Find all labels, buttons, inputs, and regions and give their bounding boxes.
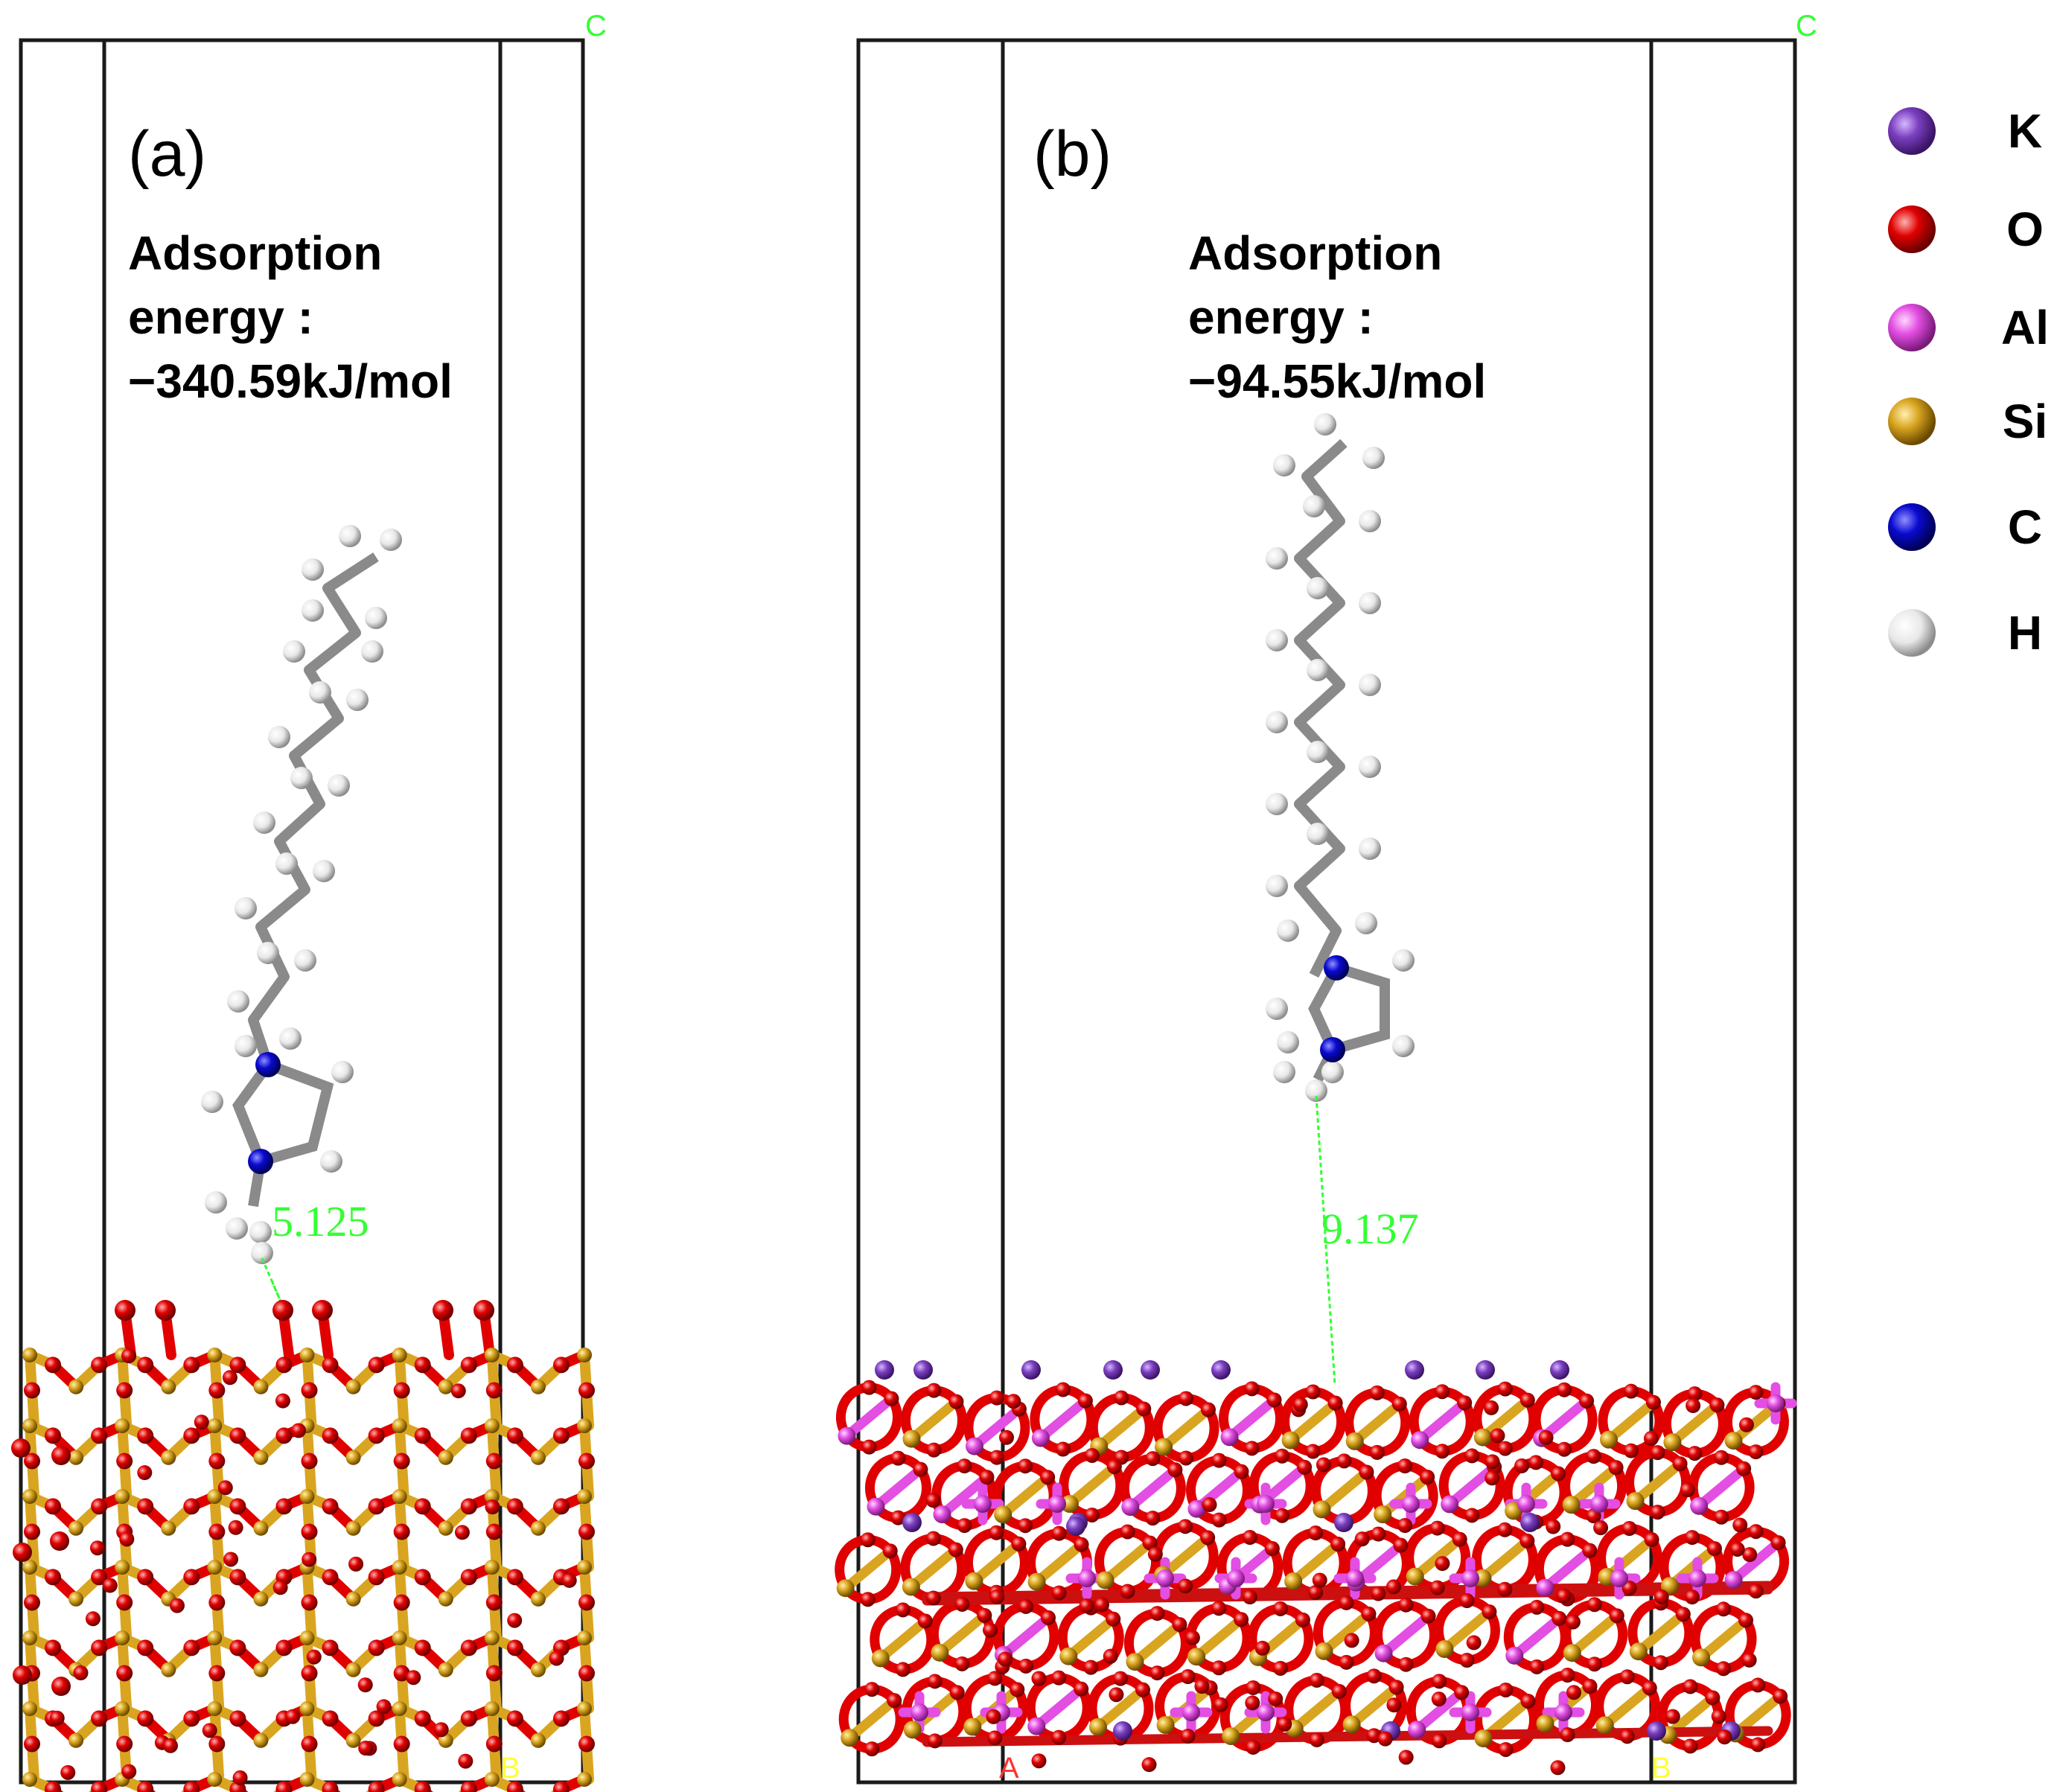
panel-a-nitrogen-1: [255, 1052, 281, 1077]
panel-b-feldspar-slab: [835, 1360, 1797, 1776]
panel-b-axis-c-label: C: [1796, 10, 1817, 42]
panel-a-energy: Adsorption energy : −340.59kJ/mol: [128, 226, 453, 408]
panel-b-nitrogen-2: [1320, 1037, 1345, 1062]
svg-text:−94.55kJ/mol: −94.55kJ/mol: [1188, 354, 1486, 408]
panel-b-axis-a-label: A: [999, 1752, 1019, 1785]
svg-text:energy :: energy :: [1188, 290, 1374, 344]
legend-ball-k: [1888, 107, 1936, 155]
svg-text:Adsorption: Adsorption: [128, 226, 382, 280]
panel-a-molecule: [201, 525, 402, 1264]
legend-label-c: C: [2008, 500, 2042, 554]
panel-b-energy: Adsorption energy : −94.55kJ/mol: [1188, 226, 1486, 408]
legend-ball-si: [1888, 398, 1936, 445]
panel-a-axis-c-label: C: [585, 10, 607, 42]
legend-ball-o: [1888, 205, 1936, 253]
panel-b-alkyl-chain: [1294, 439, 1348, 978]
panel-a-label: (a): [128, 118, 206, 190]
panel-a-alkyl-chain: [248, 552, 379, 1067]
svg-text:−340.59kJ/mol: −340.59kJ/mol: [128, 354, 453, 408]
panel-a-nearest-h: [251, 1242, 273, 1264]
panel-b-molecule: [1266, 413, 1415, 1102]
panel-b-nitrogen-1: [1324, 955, 1349, 981]
panel-a-nitrogen-2: [248, 1149, 273, 1174]
legend-label-si: Si: [2003, 395, 2047, 448]
panel-b-hydrogens: [1266, 413, 1415, 1083]
legend-label-h: H: [2008, 606, 2042, 660]
legend-label-k: K: [2008, 104, 2042, 158]
panel-a: C B (a) Adsorption energy : −340.59kJ/mo…: [11, 10, 607, 1792]
legend-label-o: O: [2006, 203, 2044, 256]
panel-b-label: (b): [1033, 118, 1112, 190]
panel-b-nearest-h: [1305, 1080, 1327, 1102]
legend-label-al: Al: [2001, 301, 2049, 354]
panel-a-distance-label: 5.125: [272, 1197, 369, 1246]
legend-ball-al: [1888, 304, 1936, 351]
panel-b-axis-b-label: B: [1651, 1752, 1671, 1785]
panel-b-distance-label: 9.137: [1321, 1205, 1419, 1253]
panel-a-imidazole-ring: [232, 1058, 334, 1208]
panel-b-imidazole-ring: [1308, 961, 1390, 1082]
panel-a-silica-slab: [11, 1300, 595, 1792]
svg-text:Adsorption: Adsorption: [1188, 226, 1442, 280]
panel-b: C B A (b) Adsorption energy : −94.55kJ/m…: [835, 10, 1817, 1785]
legend-ball-h: [1888, 609, 1936, 657]
legend-ball-c: [1888, 503, 1936, 551]
svg-text:energy :: energy :: [128, 290, 313, 344]
panel-b-distance-line: [1315, 1095, 1336, 1386]
panel-a-hydrogens: [201, 525, 402, 1243]
